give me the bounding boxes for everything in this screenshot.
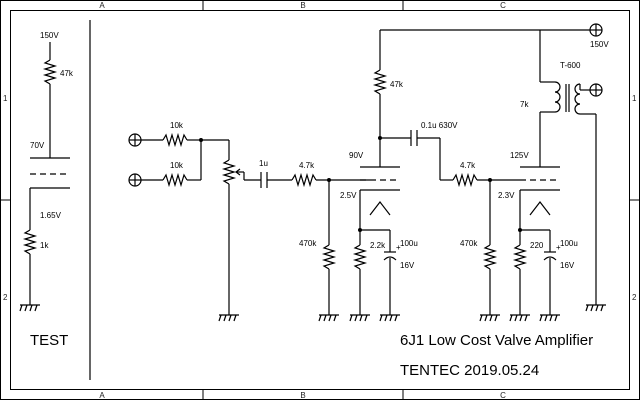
stage2-bypass-ground-icon	[539, 314, 560, 322]
stage1-plate-resistor-label: 47k	[390, 80, 404, 89]
input-resistor-top	[162, 132, 188, 148]
input-jack-top-icon	[128, 133, 142, 147]
stage1-cathode-resistor-label: 2.2k	[370, 241, 386, 250]
interstage-coupling: 0.1u 630V 4.7k 470k	[380, 121, 520, 322]
stage1-plate-voltage-label: 90V	[349, 151, 364, 160]
stage2-cathode-ground-icon	[509, 314, 530, 322]
stage1-cathode-voltage-label: 2.5V	[340, 191, 357, 200]
stage1-grid-resistor	[291, 172, 317, 188]
frame-labels: A B C A B C 1 2 1 2	[3, 1, 637, 400]
stage2-grid-resistor-label: 4.7k	[460, 161, 476, 170]
stage2-cathode-voltage-label: 2.3V	[498, 191, 515, 200]
stage1-grid-leak	[321, 244, 337, 270]
input-resistor-bottom-label: 10k	[170, 161, 184, 170]
input-jack-bottom-icon	[128, 173, 142, 187]
output-terminal-icon	[589, 83, 603, 97]
svg-text:+: +	[396, 243, 401, 252]
input-resistor-top-label: 10k	[170, 121, 184, 130]
stage1-bypass-cap-label: 100u	[400, 239, 418, 248]
input-resistor-bottom	[162, 172, 188, 188]
stage1-grid-resistor-label: 4.7k	[299, 161, 315, 170]
frame-row-2-right: 2	[632, 293, 637, 302]
test-plate-resistor	[42, 59, 58, 85]
title-block: 6J1 Low Cost Valve Amplifier TENTEC 2019…	[400, 332, 593, 379]
stage2-grid-leak-label: 470k	[460, 239, 478, 248]
frame-col-a-top: A	[99, 1, 105, 10]
test-cathode-resistor-label: 1k	[40, 241, 49, 250]
stage2-supply-label: 150V	[590, 40, 609, 49]
stage2-cathode-resistor-label: 220	[530, 241, 544, 250]
author-date: TENTEC 2019.05.24	[400, 362, 539, 379]
primary-impedance-label: 7k	[520, 100, 529, 109]
frame-col-b-bottom: B	[300, 391, 305, 400]
stage2: 150V T-600 7k 125V 2.3V	[498, 23, 609, 322]
test-plate-voltage-label: 70V	[30, 141, 45, 150]
stage2-plate-voltage-label: 125V	[510, 151, 529, 160]
stage1-bypass-ground-icon	[379, 314, 400, 322]
stage1-cathode-resistor	[352, 244, 368, 270]
test-plate-resistor-label: 47k	[60, 69, 74, 78]
test-cathode-voltage-label: 1.65V	[40, 211, 62, 220]
stage2-heater-icon	[529, 201, 551, 216]
stage2-cathode-resistor	[512, 244, 528, 270]
stage1-plate-resistor	[372, 69, 388, 95]
test-label: TEST	[30, 332, 68, 349]
test-ground-icon	[19, 304, 40, 312]
output-ground-icon	[585, 304, 606, 312]
frame-row-1-right: 1	[632, 94, 637, 103]
test-cathode-resistor	[22, 229, 38, 255]
input-coupling-cap-label: 1u	[259, 159, 268, 168]
transformer-secondary-icon	[574, 83, 581, 115]
input-stage: 10k 10k 1u 4.7k 470k	[128, 121, 370, 322]
frame-col-a-bottom: A	[99, 391, 105, 400]
frame-col-b-top: B	[300, 1, 305, 10]
stage2-bypass-voltage-label: 16V	[560, 261, 575, 270]
test-supply-label: 150V	[40, 31, 59, 40]
volume-potentiometer	[221, 159, 237, 185]
stage1-grid-leak-label: 470k	[299, 239, 317, 248]
frame-row-2-left: 2	[3, 293, 8, 302]
grid-leak-ground-icon	[318, 314, 339, 322]
supply-terminal-icon	[589, 23, 603, 37]
frame-col-c-bottom: C	[500, 391, 506, 400]
pot-ground-icon	[218, 314, 239, 322]
interstage-coupling-cap-label: 0.1u 630V	[421, 121, 458, 130]
stage1-cathode-ground-icon	[349, 314, 370, 322]
stage2-bypass-cap-label: 100u	[560, 239, 578, 248]
frame-row-1-left: 1	[3, 94, 8, 103]
transformer-primary-icon	[554, 81, 561, 113]
test-panel: 150V 47k 70V 1.65V 1k TEST	[19, 31, 74, 349]
transformer-label: T-600	[560, 61, 581, 70]
svg-text:+: +	[556, 243, 561, 252]
stage1-heater-icon	[369, 201, 391, 216]
stage2-grid-leak	[482, 244, 498, 270]
stage2-grid-leak-ground-icon	[479, 314, 500, 322]
stage2-grid-resistor	[452, 172, 478, 188]
stage1: 47k 90V 2.5V 2.2k + 100u 16V	[340, 29, 540, 322]
frame-col-c-top: C	[500, 1, 506, 10]
schematic-title: 6J1 Low Cost Valve Amplifier	[400, 332, 593, 349]
stage1-bypass-voltage-label: 16V	[400, 261, 415, 270]
